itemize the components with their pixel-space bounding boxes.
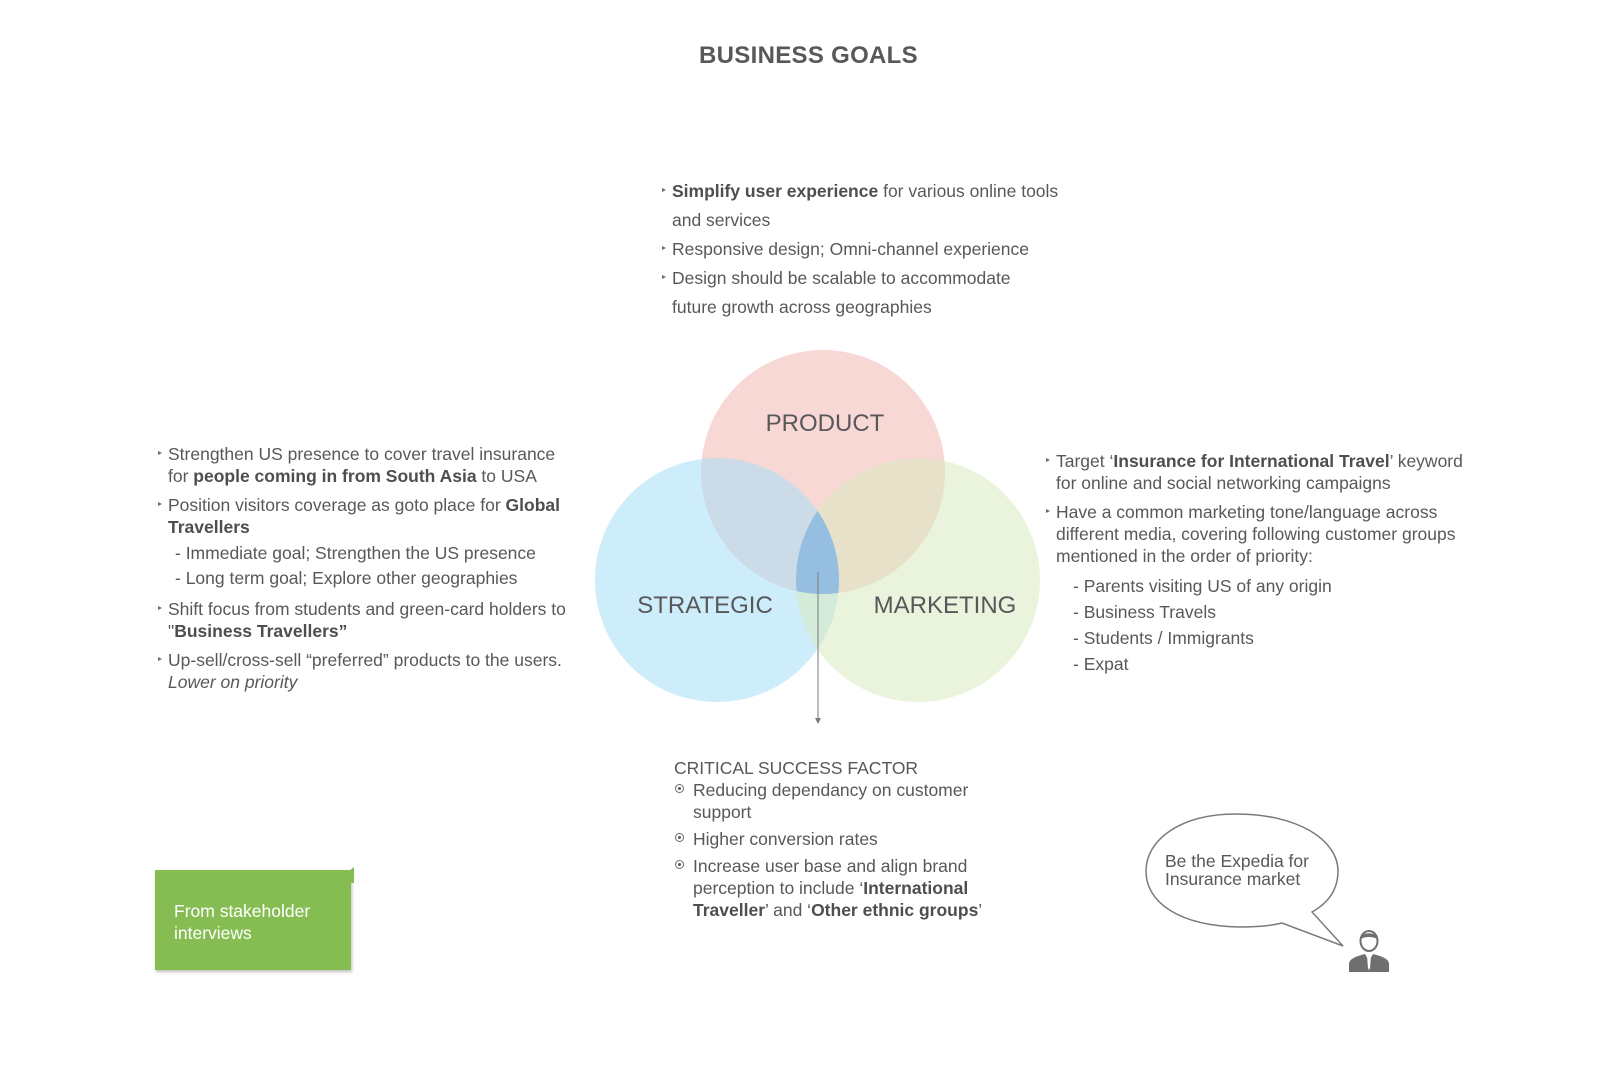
csf-item: Higher conversion rates: [674, 828, 994, 850]
sticky-note: From stakeholder interviews: [155, 867, 354, 970]
radio-bullet-icon: [675, 784, 684, 793]
csf-heading: CRITICAL SUCCESS FACTOR: [674, 758, 919, 778]
arrow-head-icon: [815, 718, 821, 724]
sticky-fold: [334, 867, 354, 883]
speech-bubble: [1145, 813, 1344, 947]
product-goals: Simplify user experience for various onl…: [660, 177, 1060, 322]
strategic-label: STRATEGIC: [637, 592, 773, 619]
strategic-goal-item: Position visitors coverage as goto place…: [156, 494, 576, 538]
person-icon: [1349, 930, 1389, 972]
strategic-sub-item: - Immediate goal; Strengthen the US pres…: [175, 543, 536, 563]
critical-success-factors: CRITICAL SUCCESS FACTOR Reducing dependa…: [674, 757, 994, 926]
strategic-goal-item: Strengthen US presence to cover travel i…: [156, 443, 576, 487]
customer-group-item: - Expat: [1073, 654, 1129, 674]
marketing-goals: Target ‘Insurance for International Trav…: [1044, 450, 1464, 679]
customer-group-item: - Parents visiting US of any origin: [1073, 576, 1332, 596]
strategic-goal-item: Shift focus from students and green-card…: [156, 598, 576, 642]
speech-bubble-text: Be the Expedia for Insurance market: [1165, 851, 1309, 889]
sticky-note-text: From stakeholder interviews: [174, 901, 311, 943]
strategic-sub-item: - Long term goal; Explore other geograph…: [175, 568, 518, 588]
marketing-goal-item: Have a common marketing tone/language ac…: [1044, 501, 1464, 567]
strategic-goal-item: Up-sell/cross-sell “preferred” products …: [156, 649, 576, 693]
marketing-circle: [796, 458, 1040, 702]
strategic-goals: Strengthen US presence to cover travel i…: [156, 443, 576, 700]
customer-group-item: - Business Travels: [1073, 602, 1216, 622]
page-title: BUSINESS GOALS: [699, 42, 918, 69]
product-goal-item: Simplify user experience for various onl…: [660, 177, 1060, 235]
radio-bullet-icon: [675, 833, 684, 842]
product-label: PRODUCT: [766, 410, 885, 437]
product-goal-item: Responsive design; Omni-channel experien…: [660, 235, 1060, 264]
csf-item: Reducing dependancy on customer support: [674, 779, 994, 823]
radio-bullet-icon: [675, 860, 684, 869]
csf-item: Increase user base and align brand perce…: [674, 855, 994, 921]
marketing-goal-item: Target ‘Insurance for International Trav…: [1044, 450, 1464, 494]
strategic-circle: [595, 458, 839, 702]
product-goal-item: Design should be scalable to accommodate…: [660, 264, 1060, 322]
marketing-label: MARKETING: [874, 592, 1017, 619]
customer-group-item: - Students / Immigrants: [1073, 628, 1254, 648]
